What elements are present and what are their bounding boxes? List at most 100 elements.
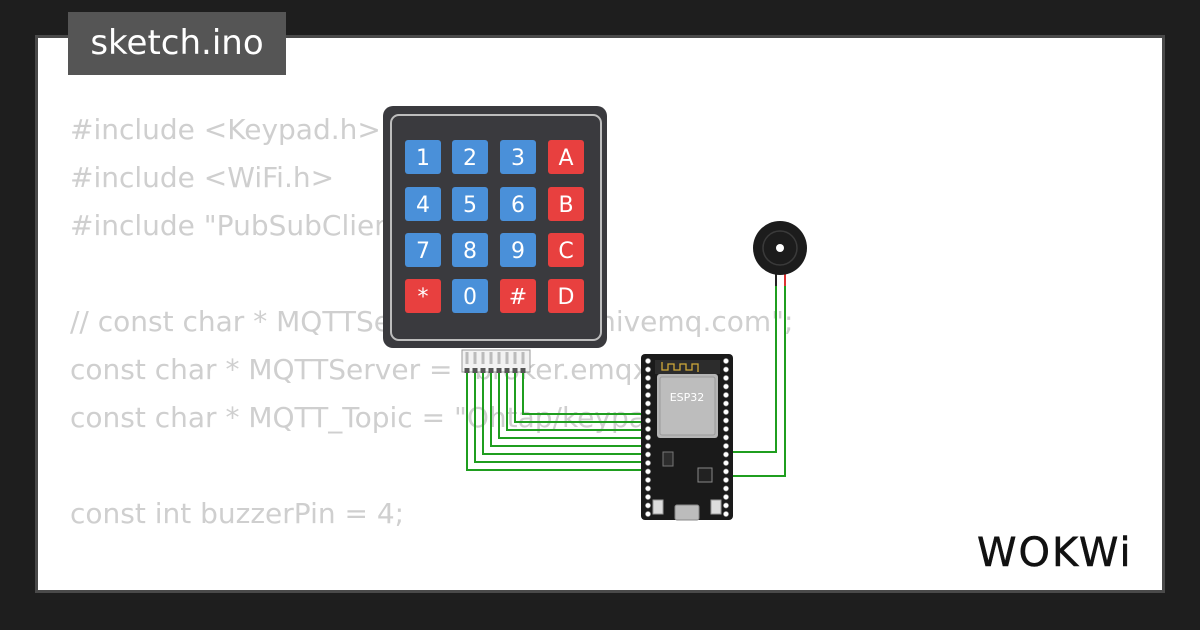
keypad-pin-hole	[488, 368, 494, 373]
esp32-devkit[interactable]: ESP32	[641, 354, 733, 521]
wire-keypad-1[interactable]	[466, 373, 645, 471]
board-pin[interactable]	[723, 460, 729, 466]
key-cap	[548, 279, 584, 313]
board-pin[interactable]	[645, 485, 651, 492]
keypad-pin[interactable]	[481, 352, 485, 364]
key-label: 8	[463, 239, 477, 264]
wire-keypad-6[interactable]	[506, 373, 645, 431]
board-pin[interactable]	[645, 375, 651, 381]
key-5[interactable]: 5	[452, 187, 488, 221]
keypad-pin-hole	[464, 368, 470, 373]
board-pin[interactable]	[723, 417, 729, 424]
board-pin[interactable]	[723, 383, 729, 390]
key-cap	[452, 187, 488, 221]
key-4[interactable]: 4	[405, 187, 441, 221]
board-pin[interactable]	[723, 409, 729, 415]
key-7[interactable]: 7	[405, 233, 441, 267]
wire-keypad-7[interactable]	[514, 373, 645, 423]
keypad-pin-hole	[512, 368, 518, 373]
key-hash[interactable]: #	[500, 279, 536, 313]
board-pin[interactable]	[723, 358, 729, 364]
board-pin[interactable]	[723, 400, 729, 407]
board-pin[interactable]	[723, 468, 729, 475]
board-pin[interactable]	[645, 477, 651, 483]
keypad-pin[interactable]	[521, 352, 525, 364]
buzzer[interactable]	[753, 221, 807, 286]
key-C[interactable]: C	[548, 233, 584, 267]
wire-keypad-2[interactable]	[474, 373, 645, 463]
board-pin[interactable]	[723, 366, 729, 373]
board-pin[interactable]	[723, 477, 729, 483]
key-D[interactable]: D	[548, 279, 584, 313]
key-star[interactable]: *	[405, 279, 441, 313]
wire-buzzer-signal[interactable]	[730, 286, 786, 477]
keypad-pin[interactable]	[489, 352, 493, 364]
key-0[interactable]: 0	[452, 279, 488, 313]
keypad-pin[interactable]	[465, 352, 469, 364]
board-pin[interactable]	[723, 485, 729, 492]
wire-keypad-8[interactable]	[522, 373, 645, 415]
key-A[interactable]: A	[548, 140, 584, 174]
keypad-pin[interactable]	[505, 352, 509, 364]
board-pin[interactable]	[723, 511, 729, 517]
key-1[interactable]: 1	[405, 140, 441, 174]
board-pin[interactable]	[723, 375, 729, 381]
board-pin[interactable]	[645, 494, 651, 500]
key-cap	[405, 187, 441, 221]
board-pin[interactable]	[723, 443, 729, 449]
key-cap	[405, 279, 441, 313]
key-9[interactable]: 9	[500, 233, 536, 267]
wire-buzzer-gnd[interactable]	[730, 286, 777, 453]
keypad-pin[interactable]	[513, 352, 517, 364]
board-pin[interactable]	[723, 426, 729, 432]
board-pin[interactable]	[645, 434, 651, 441]
board-pin[interactable]	[645, 358, 651, 364]
en-button[interactable]	[710, 499, 722, 515]
board-pin[interactable]	[645, 511, 651, 517]
board-pin[interactable]	[645, 451, 651, 458]
board-pin[interactable]	[645, 392, 651, 398]
keypad-pin[interactable]	[473, 352, 477, 364]
board-pin[interactable]	[723, 392, 729, 398]
boot-button[interactable]	[652, 499, 664, 515]
key-label: 0	[463, 285, 477, 310]
keypad-pin-hole	[504, 368, 510, 373]
board-pin[interactable]	[645, 366, 651, 373]
key-cap	[500, 140, 536, 174]
code-line: #include <WiFi.h>	[70, 161, 335, 194]
board-pin[interactable]	[645, 417, 651, 424]
key-8[interactable]: 8	[452, 233, 488, 267]
board-pin[interactable]	[645, 383, 651, 390]
board-pin[interactable]	[645, 409, 651, 415]
board-pin[interactable]	[645, 426, 651, 432]
wire-keypad-4[interactable]	[490, 373, 645, 447]
keypad-pin[interactable]	[497, 352, 501, 364]
key-label: 2	[463, 146, 477, 171]
key-6[interactable]: 6	[500, 187, 536, 221]
file-tab[interactable]: sketch.ino	[68, 12, 286, 75]
key-cap	[452, 140, 488, 174]
key-label: 3	[511, 146, 525, 171]
key-B[interactable]: B	[548, 187, 584, 221]
board-pin[interactable]	[645, 502, 651, 509]
key-label: #	[509, 285, 527, 310]
key-2[interactable]: 2	[452, 140, 488, 174]
board-pin[interactable]	[645, 400, 651, 407]
board-pin[interactable]	[645, 468, 651, 475]
board-pin[interactable]	[723, 502, 729, 509]
keypad-frame	[390, 114, 602, 341]
key-3[interactable]: 3	[500, 140, 536, 174]
key-label: C	[558, 239, 573, 264]
board-pin[interactable]	[723, 434, 729, 441]
board-pin[interactable]	[645, 443, 651, 449]
key-label: *	[418, 285, 429, 310]
usb-uart-chip	[697, 467, 713, 483]
key-cap	[405, 233, 441, 267]
wire-keypad-3[interactable]	[482, 373, 645, 455]
board-pin[interactable]	[645, 460, 651, 466]
board-pin[interactable]	[723, 494, 729, 500]
board-pin[interactable]	[723, 451, 729, 458]
buzzer-ring	[762, 230, 798, 266]
wire-keypad-5[interactable]	[498, 373, 645, 439]
